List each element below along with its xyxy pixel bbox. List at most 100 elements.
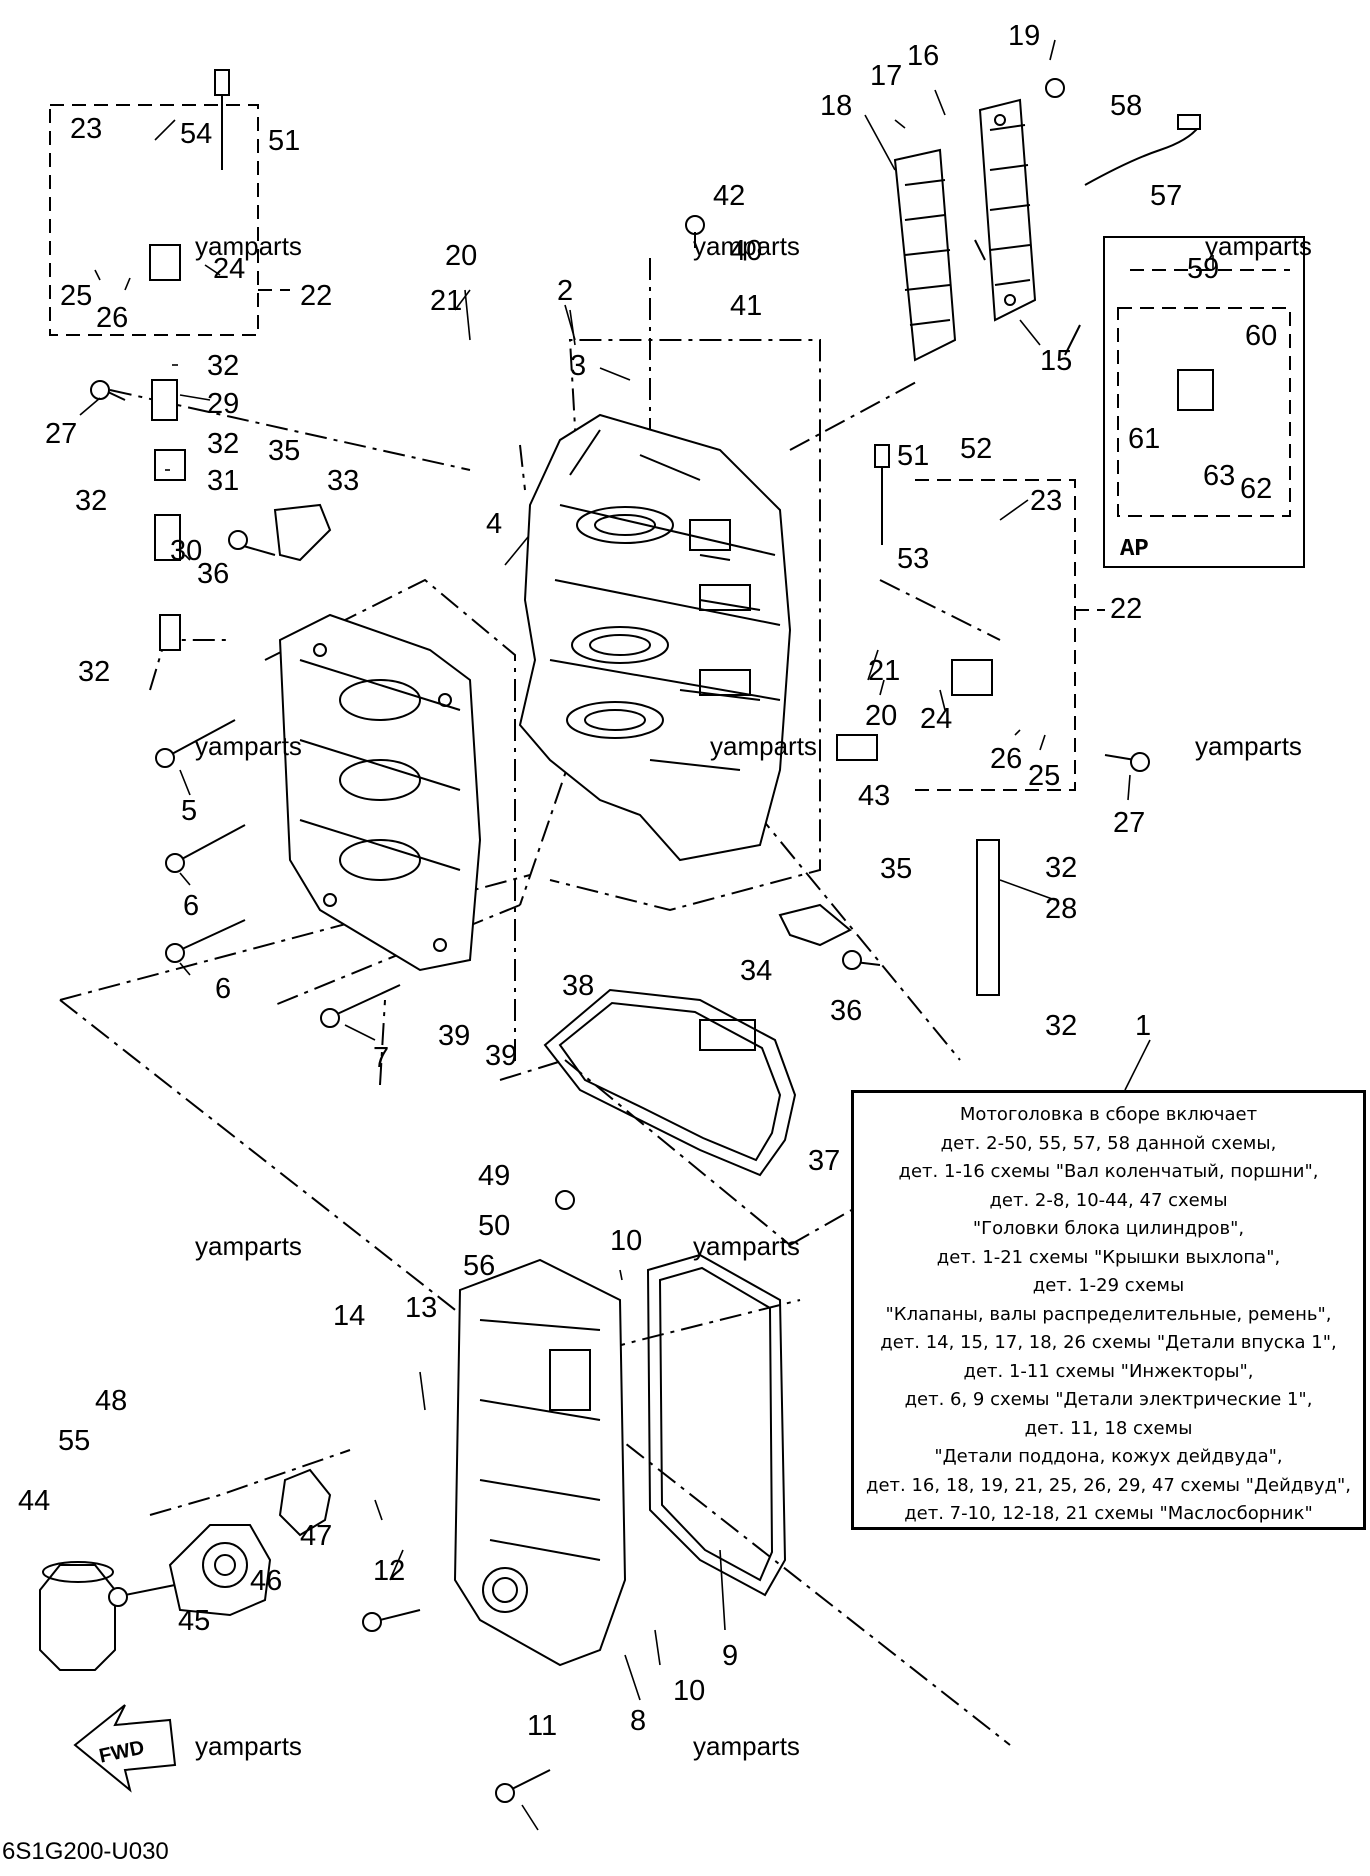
callout: 32 (1045, 852, 1077, 884)
callout: 53 (897, 543, 929, 575)
callout: 32 (78, 656, 110, 688)
note-line: "Детали поддона, кожух дейдвуда", (934, 1446, 1283, 1467)
callout: 23 (1030, 485, 1062, 517)
note-line: дет. 1-21 схемы "Крышки выхлопа", (936, 1246, 1281, 1268)
callout: 18 (820, 90, 852, 122)
note-line: дет. 2-50, 55, 57, 58 данной схемы, (940, 1132, 1277, 1154)
callout: 17 (870, 60, 902, 92)
sensors (214, 69, 1201, 545)
watermark: yamparts (1195, 731, 1302, 761)
watermark: yamparts (195, 731, 302, 761)
callout: 48 (95, 1385, 127, 1417)
note-line: "Клапаны, валы распределительные, ремень… (885, 1303, 1332, 1325)
callout: 9 (722, 1640, 738, 1672)
callout: 46 (250, 1565, 282, 1597)
callout: 42 (713, 180, 745, 212)
note-line: дет. 1-16 схемы "Вал коленчатый, поршни"… (898, 1161, 1319, 1182)
assembly-note: Мотоголовка в сборе включает дет. 2-50, … (851, 1090, 1366, 1530)
callout: 51 (897, 440, 929, 472)
watermark: yamparts (1205, 231, 1312, 261)
note-line: дет. 1-29 схемы (1032, 1275, 1185, 1296)
callout: 29 (207, 388, 239, 420)
inset-label: AP (1120, 536, 1149, 563)
callout: 58 (1110, 90, 1142, 122)
note-line: дет. 16, 18, 19, 21, 25, 26, 29, 47 схем… (866, 1474, 1351, 1496)
callout: 40 (730, 235, 762, 267)
callout: 21 (868, 655, 900, 687)
callout: 45 (178, 1605, 210, 1637)
callout: 57 (1150, 180, 1182, 212)
callout: 30 (170, 535, 202, 567)
callout: 12 (373, 1555, 405, 1587)
callout: 15 (1040, 345, 1072, 377)
callout: 35 (880, 853, 912, 885)
leader-lines (79, 39, 1151, 1831)
callout: 63 (1203, 460, 1235, 492)
callout: 32 (75, 485, 107, 517)
callout-labels: 1 2 3 4 5 6 6 7 8 9 10 10 11 12 13 14 15… (18, 20, 1277, 1742)
callout: 26 (990, 743, 1022, 775)
callout: 16 (907, 40, 939, 72)
callout: 20 (445, 240, 477, 272)
callout: 22 (300, 280, 332, 312)
callout: 41 (730, 290, 762, 322)
note-line: дет. 2-8, 10-44, 47 схемы (989, 1189, 1228, 1211)
callout: 27 (1113, 807, 1145, 839)
callout: 25 (1028, 760, 1060, 792)
group-boxes (49, 104, 1305, 791)
callout: 59 (1187, 253, 1219, 285)
callout: 34 (740, 955, 772, 987)
callout: 56 (463, 1250, 495, 1282)
callout: 22 (1110, 593, 1142, 625)
small-parts (149, 244, 1214, 996)
callout: 13 (405, 1292, 437, 1324)
callout: 32 (207, 428, 239, 460)
callout: 47 (300, 1520, 332, 1552)
callout: 23 (70, 113, 102, 145)
callout: 24 (920, 703, 952, 735)
callout: 36 (197, 558, 229, 590)
callout: 55 (58, 1425, 90, 1457)
cylinder-block (518, 413, 792, 862)
watermark: yamparts (710, 731, 817, 761)
callout: 10 (610, 1225, 642, 1257)
watermark: yamparts (195, 231, 302, 261)
callout: 27 (45, 418, 77, 450)
callout: 35 (268, 435, 300, 467)
note-line: дет. 11, 18 схемы (1024, 1417, 1193, 1439)
callout: 2 (557, 275, 573, 307)
callout: 39 (438, 1020, 470, 1052)
note-line: дет. 1-11 схемы "Инжекторы", (963, 1360, 1254, 1382)
callout: 36 (830, 995, 862, 1027)
watermark: yamparts (693, 1731, 800, 1761)
callout: 39 (485, 1040, 517, 1072)
watermarks: yamparts yamparts yamparts yamparts yamp… (195, 231, 1312, 1761)
watermark: yamparts (195, 1731, 302, 1761)
note-line: "Головки блока цилиндров", (972, 1218, 1245, 1239)
note-line: дет. 6, 9 схемы "Детали электрические 1"… (904, 1389, 1313, 1410)
note-line: Мотоголовка в сборе включает (959, 1104, 1258, 1125)
callout: 31 (207, 465, 239, 497)
callout: 50 (478, 1210, 510, 1242)
note-line: дет. 7-10, 12-18, 21 схемы "Маслосборник… (904, 1503, 1313, 1524)
oil-filter-group (39, 1468, 332, 1671)
callout: 4 (486, 508, 502, 540)
callout: 20 (865, 700, 897, 732)
watermark: yamparts (693, 231, 800, 261)
callout: 51 (268, 125, 300, 157)
callout: 32 (1045, 1010, 1077, 1042)
watermark: yamparts (195, 1231, 302, 1261)
callout: 62 (1240, 473, 1272, 505)
callout: 7 (373, 1042, 389, 1074)
callout: 1 (1135, 1010, 1151, 1042)
callout: 10 (673, 1675, 705, 1707)
callout: 32 (207, 350, 239, 382)
callout: 43 (858, 780, 890, 812)
callout: 37 (808, 1145, 840, 1177)
callout: 54 (180, 118, 212, 150)
note-line: дет. 14, 15, 17, 18, 26 схемы "Детали вп… (880, 1332, 1337, 1353)
fwd-arrow: FWD (73, 1704, 177, 1793)
oil-pan-gasket (646, 1253, 787, 1597)
callout: 44 (18, 1485, 50, 1517)
